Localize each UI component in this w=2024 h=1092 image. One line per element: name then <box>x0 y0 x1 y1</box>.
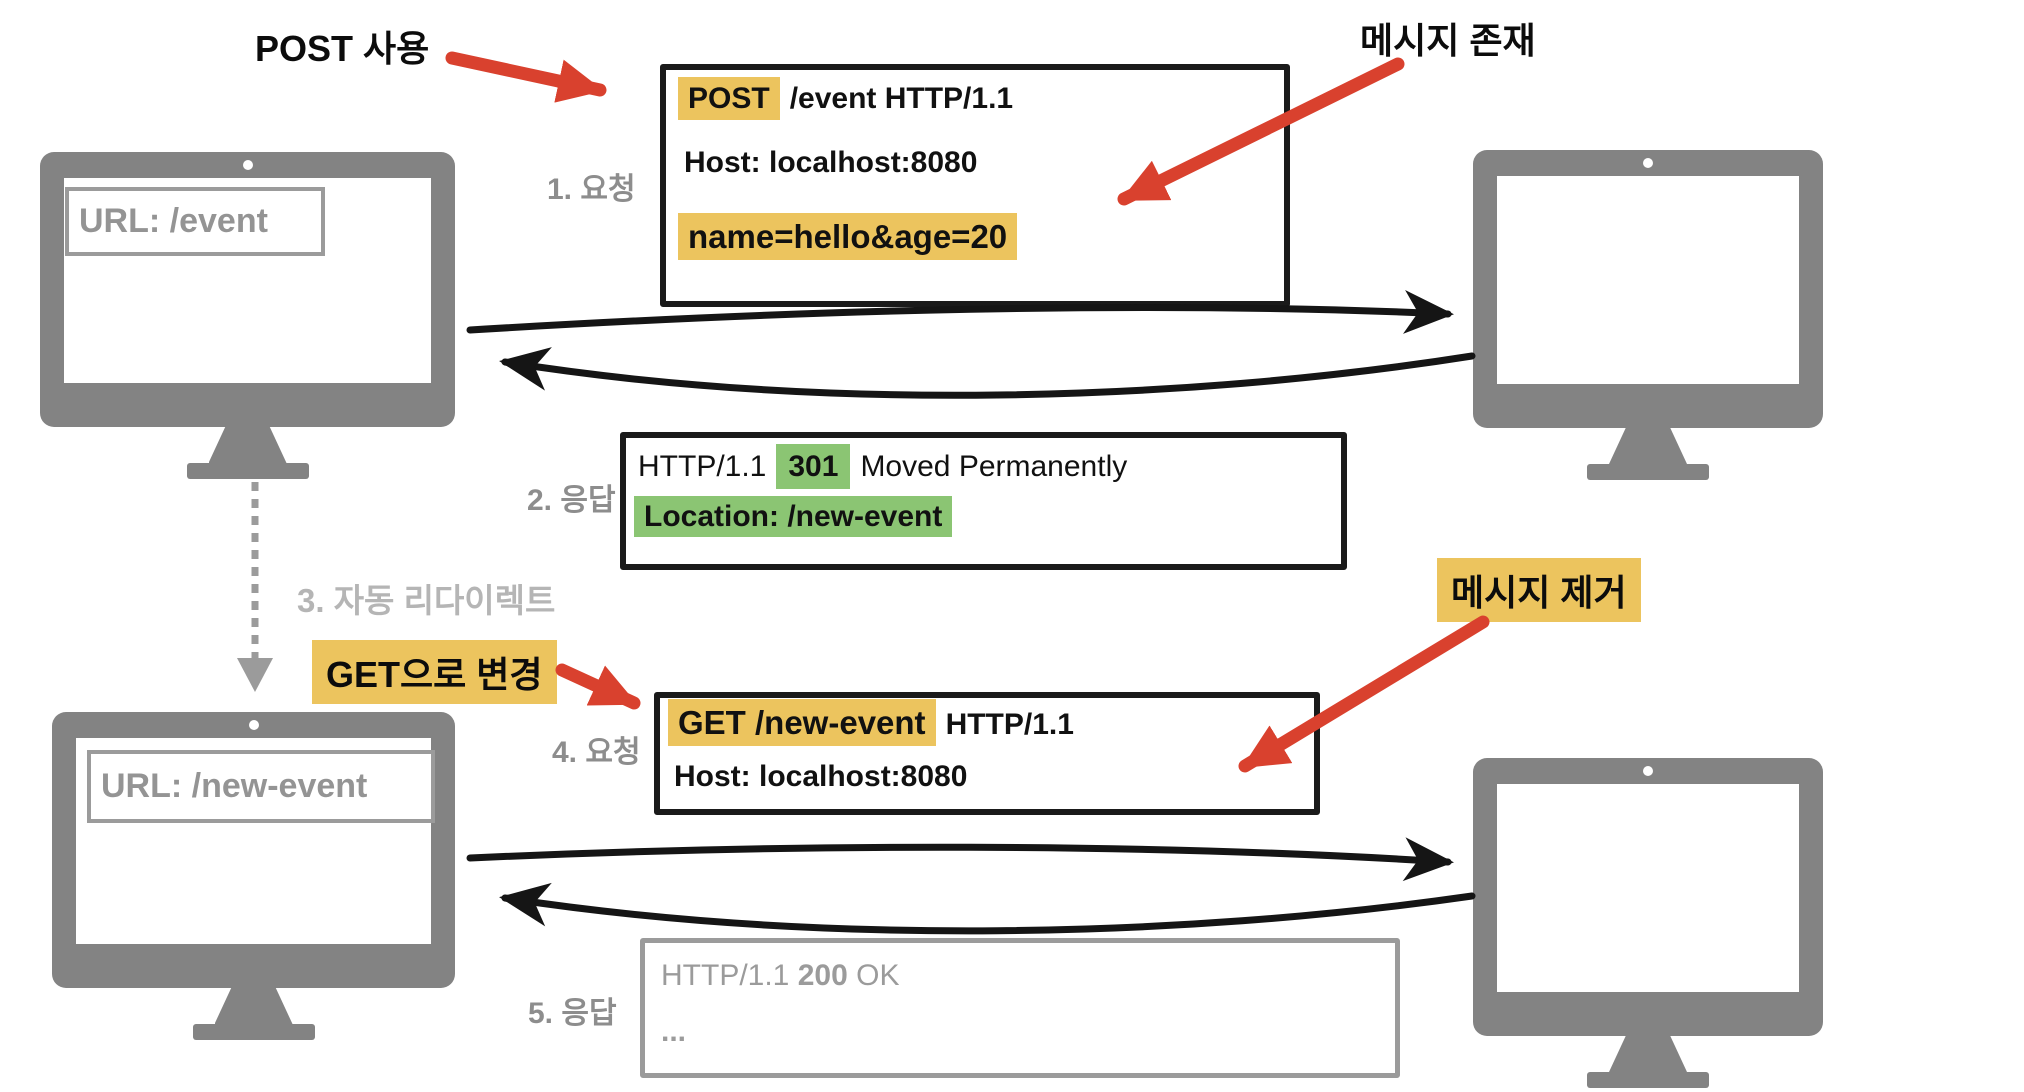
response2-box: HTTP/1.1 301 Moved Permanently Location: /… <box>620 432 1347 570</box>
monitor-stand-base <box>1587 464 1709 480</box>
request4-version: HTTP/1.1 <box>945 708 1074 741</box>
request4-host-line: Host: localhost:8080 <box>674 760 968 793</box>
response2-status-line: HTTP/1.1 301 Moved Permanently <box>638 444 1128 489</box>
annotation-auto-redirect: 3. 자동 리다이렉트 <box>297 582 556 619</box>
response2-version: HTTP/1.1 <box>638 450 767 483</box>
url-text: URL: /event <box>79 202 268 240</box>
request-arrow-top <box>466 289 1454 334</box>
monitor-stand-neck <box>1609 427 1687 464</box>
step-label-5: 5. 응답 <box>528 997 617 1030</box>
monitor-stand-base <box>1587 1072 1709 1088</box>
monitor-stand-base <box>186 463 309 479</box>
step-label-1: 1. 요청 <box>547 173 636 206</box>
url-text: URL: /new-event <box>101 767 368 805</box>
response2-reason: Moved Permanently <box>860 450 1128 483</box>
monitor-stand-neck <box>208 426 287 463</box>
monitor-stand-neck <box>214 987 293 1024</box>
monitor-stand-base <box>192 1024 315 1040</box>
request1-host-line: Host: localhost:8080 <box>684 146 978 179</box>
response2-location: Location: /new-event <box>634 496 953 537</box>
response5-body-line: ... <box>661 1015 687 1048</box>
monitor-screen <box>1497 784 1799 992</box>
request1-start-line: POST/event HTTP/1.1 <box>678 77 1014 120</box>
annotation-change-to-get: GET으로 변경 <box>312 640 557 704</box>
annotation-message-removed: 메시지 제거 <box>1437 558 1641 622</box>
response5-version: HTTP/1.1 <box>661 959 790 992</box>
response5-status-line: HTTP/1.1 200 OK <box>661 959 899 993</box>
request1-method: POST <box>678 77 780 120</box>
camera-dot <box>242 160 253 170</box>
response5-status: 200 <box>797 959 848 992</box>
request1-box: POST/event HTTP/1.1 Host: localhost:8080… <box>660 64 1290 307</box>
red-arrow-change-to-get <box>555 663 641 710</box>
monitor-stand-neck <box>1609 1035 1687 1072</box>
request1-body-line: name=hello&age=20 <box>678 213 1018 260</box>
response-arrow-top <box>499 347 1476 399</box>
server-monitor-bottom <box>1473 758 1823 1088</box>
server-monitor-top <box>1473 150 1823 480</box>
camera-dot <box>248 720 259 730</box>
url-bar: URL: /event <box>65 187 325 256</box>
request4-box: GET /new-event HTTP/1.1 Host: localhost:8… <box>654 692 1320 815</box>
request4-method-path: GET /new-event <box>668 699 936 746</box>
response2-location-line: Location: /new-event <box>634 496 953 537</box>
red-arrow-post-usage <box>445 51 607 103</box>
request1-body: name=hello&age=20 <box>678 213 1018 260</box>
client-monitor-top: URL: /event <box>40 152 455 479</box>
camera-dot <box>1643 158 1653 168</box>
response2-status: 301 <box>776 444 851 489</box>
response-arrow-bottom <box>499 882 1476 935</box>
request-arrow-bottom <box>466 837 1454 882</box>
request4-start-line: GET /new-event HTTP/1.1 <box>668 699 1074 746</box>
step-label-4: 4. 요청 <box>552 736 641 769</box>
annotation-message-exists: 메시지 존재 <box>1360 20 1536 61</box>
response5-reason: OK <box>856 959 900 992</box>
client-monitor-bottom: URL: /new-event <box>52 712 455 1040</box>
annotation-post-usage: POST 사용 <box>255 28 430 69</box>
response5-box: HTTP/1.1 200 OK ... <box>640 938 1400 1078</box>
monitor-screen <box>1497 176 1799 384</box>
request1-target: /event HTTP/1.1 <box>789 82 1014 115</box>
step-label-2: 2. 응답 <box>527 484 616 517</box>
camera-dot <box>1643 766 1653 776</box>
url-bar: URL: /new-event <box>87 750 435 823</box>
